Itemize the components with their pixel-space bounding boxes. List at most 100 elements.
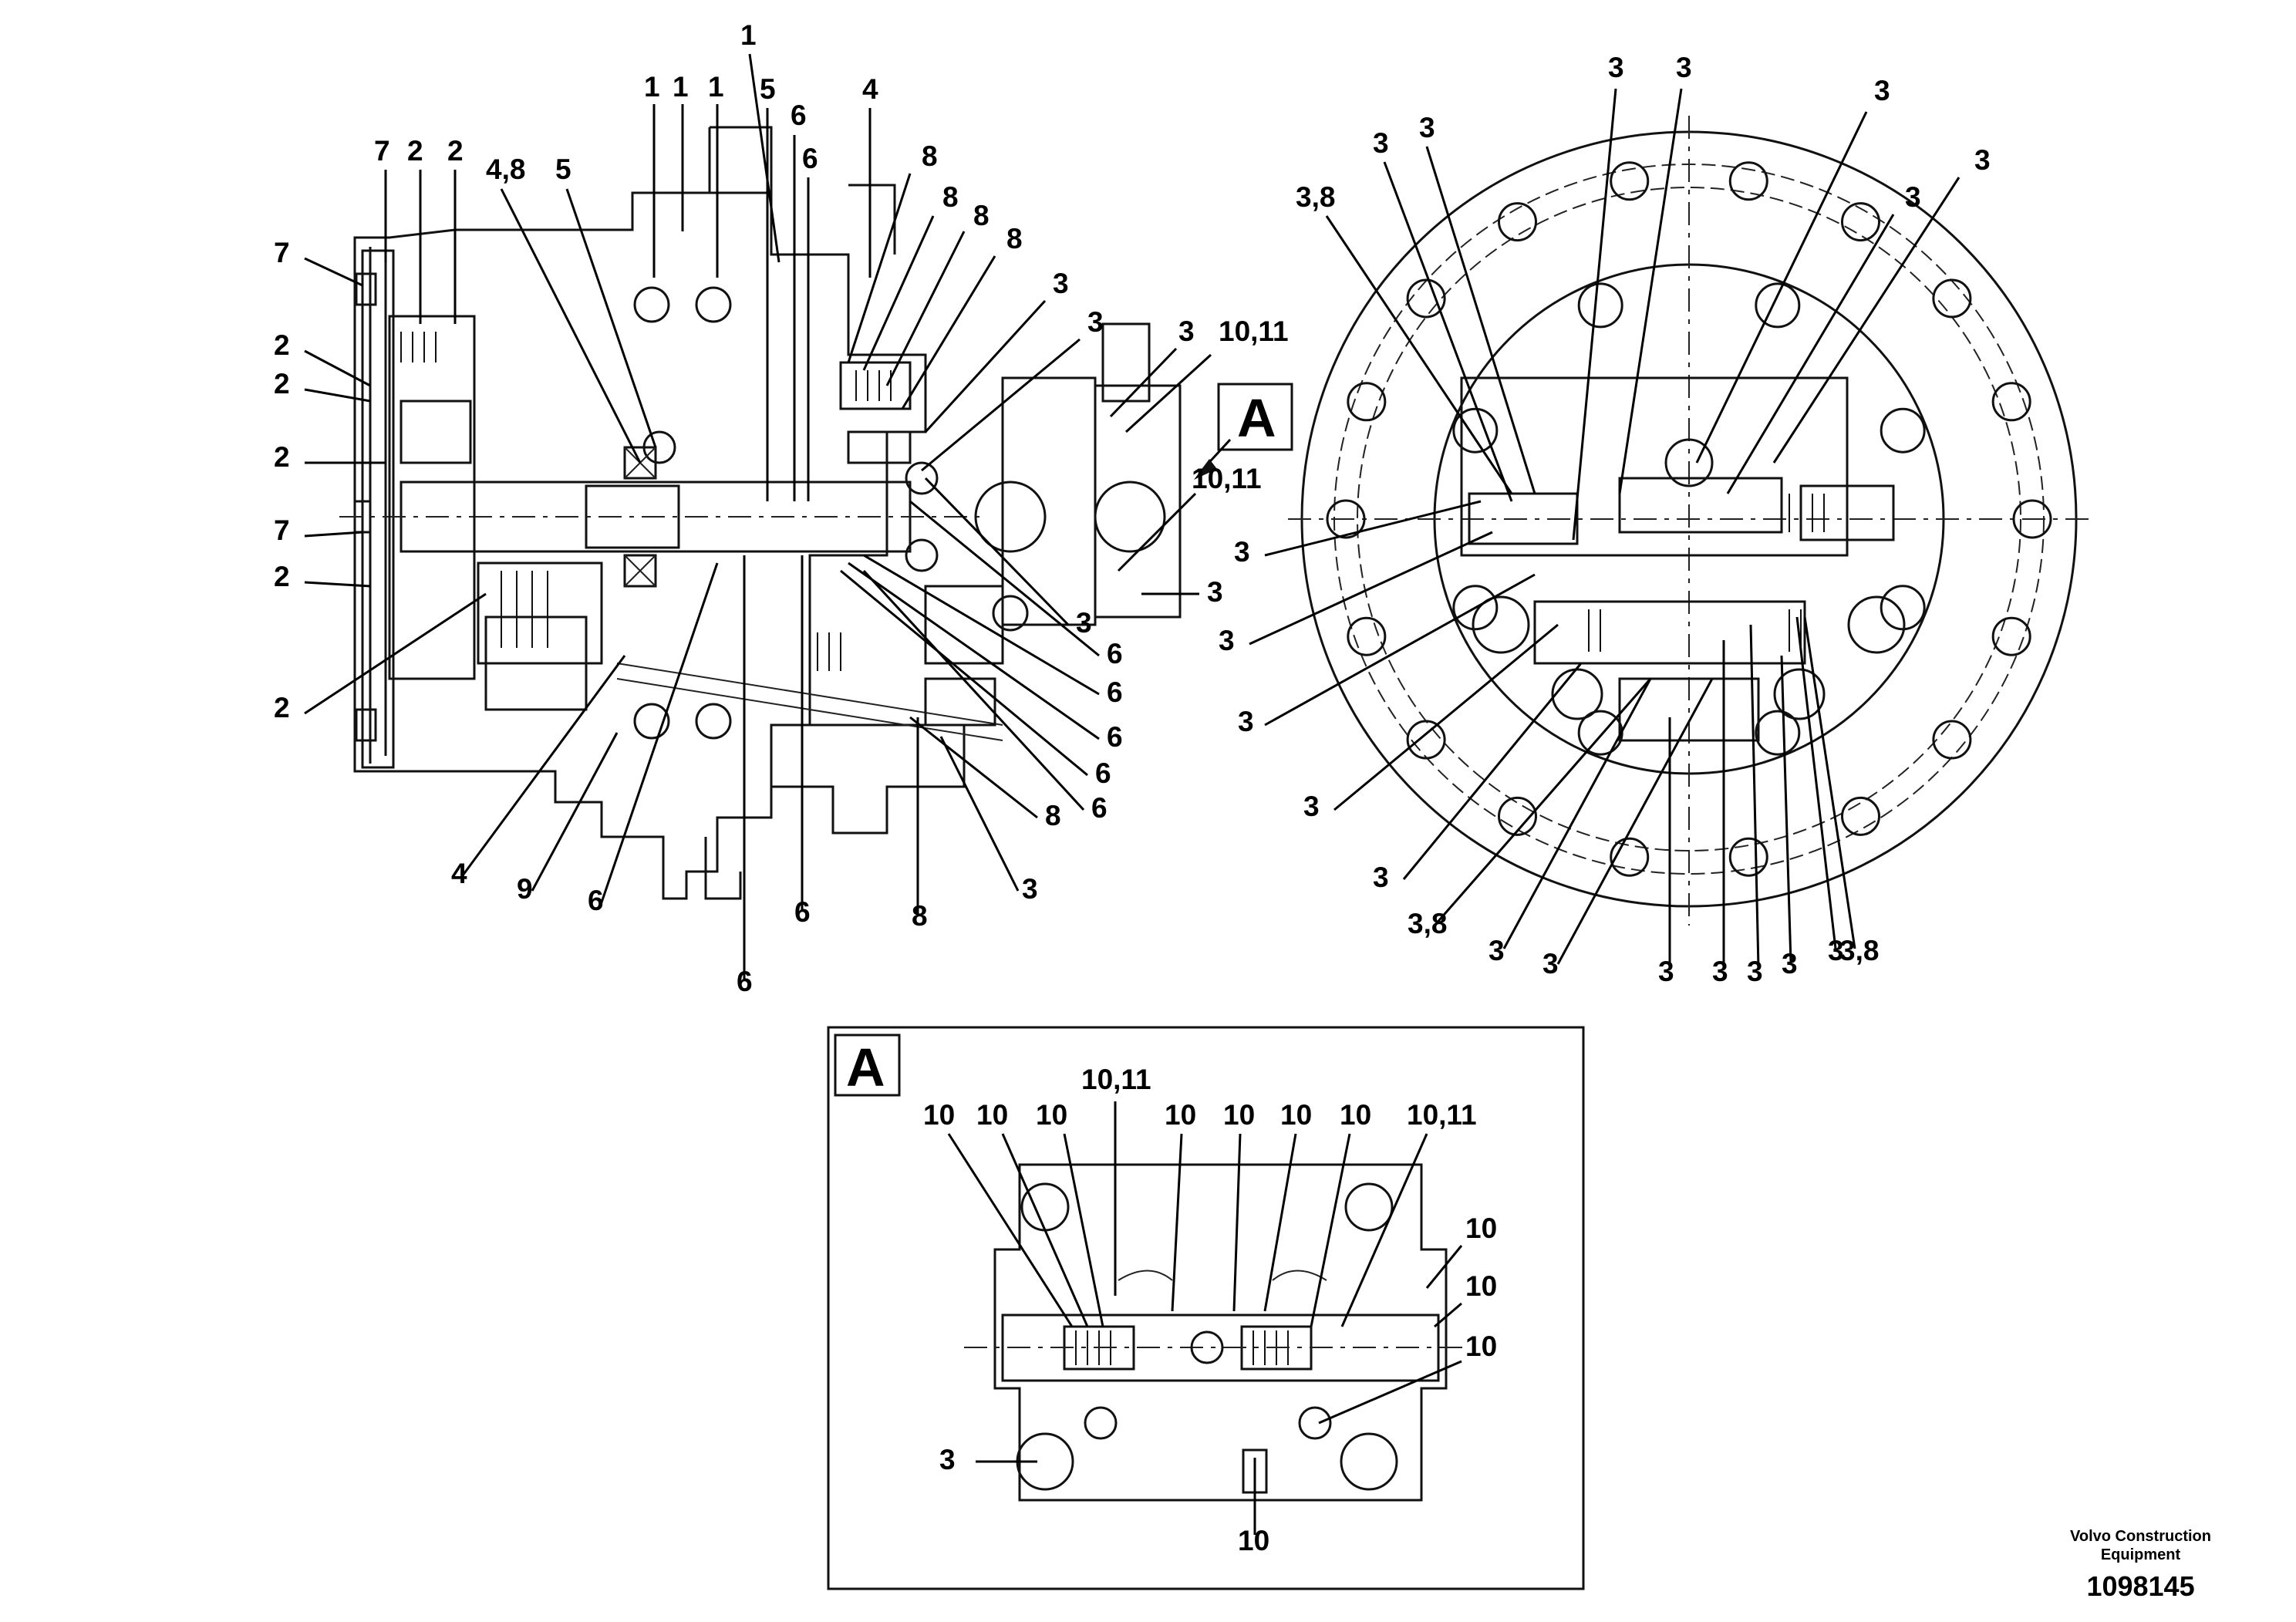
left-callout-label: 3 [1087,306,1104,338]
right-callout-label: 3 [1905,181,1921,213]
left-leader-line [1124,353,1212,433]
right-leader-line [1325,215,1513,494]
left-callout-label: 7 [374,135,390,167]
brand-name-line2: Equipment [2100,1546,2181,1563]
left-callout-label: 3 [1022,873,1038,905]
left-leader-line [748,53,781,263]
right-callout-label: 3 [1219,625,1235,656]
document-number: 1098145 [2086,1570,2195,1602]
left-callout-label: 2 [407,135,423,167]
brand-name-line1: Volvo Construction [2070,1528,2211,1545]
left-leader-line [461,655,626,876]
right-callout-label: 3,8 [1296,181,1335,213]
left-callout-label: 8 [922,140,938,172]
detail-a-letter: A [846,1037,885,1098]
left-leader-line [939,736,1020,892]
right-callout-label: 3 [1373,862,1389,893]
right-callout-label: 3 [1489,935,1505,966]
left-callout-label: 9 [517,873,533,905]
leader-lines [304,53,1961,1535]
left-callout-label: 3 [1178,315,1195,347]
detail-leader-line [1232,1133,1242,1312]
right-leader-line [1425,146,1536,494]
detail-leader-line [1425,1245,1463,1289]
view-a-letter: A [1237,388,1276,448]
right-callout-label: 3 [1658,956,1674,987]
left-leader-line [909,716,1038,819]
flange-bolt-hole [1326,499,1366,539]
detail-callout-label: 10,11 [1407,1099,1477,1131]
left-callout-label: 8 [912,900,928,932]
left-leader-line [304,257,363,287]
flange-bolt-hole [1932,278,1972,319]
left-leader-line [304,349,371,387]
right-leader-line [1695,111,1868,464]
flange-bolt-hole [1406,720,1446,760]
detail-leader-line [947,1133,1074,1327]
detail-callout-label: 10 [1223,1099,1255,1131]
footer-brand-block: Volvo Construction Equipment 1098145 [2070,1527,2211,1603]
right-callout-label: 3 [1747,956,1763,987]
right-callout-label: 3 [1419,112,1435,143]
left-callout-label: 2 [274,441,290,473]
right-callout-label: 3 [1542,948,1559,980]
detail-a-frame: A [827,1026,1585,1590]
detail-callout-label: 10 [1238,1525,1269,1556]
right-leader-line [1780,655,1792,963]
left-callout-label: 8 [973,200,990,231]
detail-callout-label: 10 [976,1099,1008,1131]
left-callout-label: 3 [1207,576,1223,608]
left-leader-line [909,500,1100,657]
detail-leader-line [1318,1360,1462,1425]
left-leader-line [1117,492,1197,572]
right-leader-line [1803,616,1856,949]
left-leader-line [1109,347,1178,418]
flange-bolt-hole [1610,837,1650,877]
inner-bolt-head [1880,407,1926,454]
detail-a-drawing [964,1163,1465,1502]
right-callout-label: 3 [1828,935,1844,966]
detail-leader-line [1263,1133,1297,1312]
flange-bolt-hole [1498,796,1537,836]
right-leader-line [1264,500,1482,557]
left-callout-label: 8 [1006,223,1023,255]
left-callout-label: 6 [1095,757,1111,789]
flange-bolt-hole [1406,278,1446,319]
left-callout-label: 6 [791,99,807,131]
detail-leader-line [1063,1133,1104,1327]
detail-callout-label: 10,11 [1081,1064,1151,1095]
left-leader-line [901,255,996,410]
right-callout-label: 3 [1234,536,1250,568]
detail-callout-label: 10 [923,1099,955,1131]
left-leader-line [565,188,657,448]
left-callout-label: 6 [588,885,604,916]
left-callout-label: 3 [1053,268,1069,299]
left-leader-line [304,592,487,715]
detail-callout-label: 10 [1465,1270,1497,1302]
detail-callout-label: 10 [1465,1212,1497,1244]
left-section-view [339,126,1182,900]
right-callout-label: 3 [1874,75,1890,106]
right-callout-label: 3 [1303,791,1320,822]
right-leader-line [1618,88,1683,494]
left-leader-line [924,299,1047,433]
left-callout-label: 6 [1107,676,1123,708]
flange-bolt-hole [1728,837,1768,877]
left-callout-label: 8 [942,181,959,213]
inner-bolt-head [1452,585,1499,631]
right-leader-line [1726,214,1895,494]
left-leader-line [862,569,1085,811]
detail-leader-line [1310,1133,1351,1327]
detail-callout-label: 10 [1340,1099,1371,1131]
left-callout-label: 2 [447,135,464,167]
left-callout-label: 2 [274,692,290,723]
right-leader-line [1383,161,1513,502]
left-leader-line [848,561,1100,740]
left-leader-line [885,231,966,386]
left-leader-line [863,554,1100,696]
left-leader-line [304,531,363,538]
left-leader-line [862,215,935,371]
detail-callout-label: 10 [1465,1330,1497,1362]
detail-leader-line [1434,1302,1462,1328]
